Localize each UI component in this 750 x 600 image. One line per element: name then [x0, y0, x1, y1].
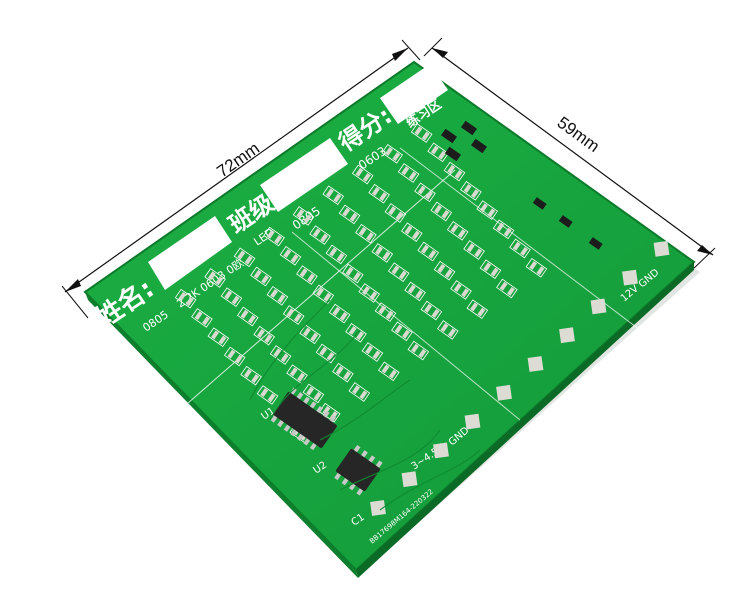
smd-pad-pair	[302, 383, 325, 404]
pcb-traces	[249, 299, 481, 511]
smd-pad-pair	[237, 306, 259, 327]
smd-pad-pair	[312, 284, 335, 305]
smd-pad-pair	[292, 206, 315, 226]
smd-pad-pair	[279, 245, 302, 266]
smd-pad-pair	[223, 346, 246, 367]
smd-pad-pair	[332, 362, 354, 383]
smd-pad-pair	[378, 361, 400, 382]
smd-pad-pair	[256, 385, 279, 405]
smd-pad-pair	[463, 240, 485, 260]
smd-pad-pair	[174, 288, 197, 309]
smd-pad-pair	[204, 268, 226, 288]
smd-pad-pair	[253, 325, 275, 346]
smd-pad-pair	[381, 143, 403, 164]
smd-pad-pair	[479, 259, 502, 280]
test-pad	[496, 384, 512, 401]
smd-pad-pair	[220, 287, 243, 308]
test-pad	[401, 471, 418, 488]
smd-pad-pair	[338, 204, 361, 225]
smd-pad-pair	[476, 200, 498, 220]
smd-pad-pair	[427, 142, 449, 163]
smd-pad-pair	[443, 161, 466, 182]
test-pad	[653, 240, 670, 257]
smd-pad-pair	[384, 203, 407, 223]
smd-pad-pair	[430, 201, 453, 222]
smd-pad-pair	[309, 225, 331, 245]
smd-pad-pair	[266, 285, 289, 306]
test-pad	[464, 413, 481, 430]
test-pad	[590, 298, 607, 315]
smd-pad-pair	[233, 247, 256, 268]
test-pad	[527, 356, 544, 372]
test-pad	[433, 442, 449, 459]
ic-u2-chip	[334, 445, 383, 496]
smd-pad-pair	[450, 280, 472, 300]
smd-pad-pair	[269, 345, 292, 365]
smd-pad-pair	[414, 182, 436, 203]
smd-pad-pair	[351, 164, 374, 185]
smd-pad-pair	[207, 327, 230, 348]
test-pad	[559, 327, 575, 344]
smd-pad-pair	[325, 244, 348, 265]
smd-pad-pair	[240, 365, 262, 386]
smd-pad-pair	[525, 257, 548, 278]
smd-pad-pair	[286, 364, 308, 385]
test-pads	[370, 240, 670, 516]
smd-pad-pair	[437, 320, 459, 340]
smd-pad-pair	[368, 183, 390, 204]
smd-pad-pair	[404, 281, 426, 302]
smd-pad-pair	[296, 265, 318, 285]
smd-pad-pair	[397, 163, 420, 183]
smd-pad-pair	[387, 262, 410, 283]
smd-pad-pair	[191, 308, 213, 328]
smd-pad-pair	[407, 340, 430, 361]
smd-pad-pair	[328, 303, 351, 324]
smd-pad-pair	[348, 382, 371, 402]
smd-pad-pair	[358, 283, 380, 303]
component-pads	[174, 123, 548, 444]
smd-pad-pair	[282, 305, 305, 325]
smd-pad-pair	[250, 266, 272, 287]
smd-pad-pair	[417, 241, 439, 262]
smd-pad-pair	[420, 300, 443, 321]
smd-pad-pair	[509, 238, 531, 259]
smd-pad-pair	[371, 243, 394, 263]
smd-pad-pair	[299, 324, 321, 345]
smd-pad-pair	[466, 299, 489, 320]
smd-pad-pair	[391, 321, 413, 342]
smd-pad-pair	[315, 343, 338, 364]
smd-pad-pair	[446, 220, 469, 241]
test-pad	[622, 269, 638, 286]
smd-pad-pair	[401, 222, 423, 243]
practice-components	[440, 120, 603, 250]
test-pad	[370, 500, 386, 516]
smd-pad-pair	[496, 278, 518, 299]
smd-pad-pair	[433, 260, 456, 281]
smd-pad-pair	[410, 123, 433, 143]
smd-pad-pair	[374, 302, 397, 322]
smd-pad-pair	[361, 342, 384, 362]
height-label: 59mm	[554, 113, 603, 156]
smd-pad-pair	[342, 263, 364, 284]
smd-pad-pair	[263, 226, 285, 247]
smd-pad-pair	[345, 322, 367, 343]
smd-pad-pair	[322, 185, 344, 206]
ic-u1-chip	[270, 387, 337, 451]
smd-pad-pair	[492, 219, 515, 240]
smd-pad-pair	[355, 223, 377, 244]
smd-pad-pair	[460, 180, 482, 201]
